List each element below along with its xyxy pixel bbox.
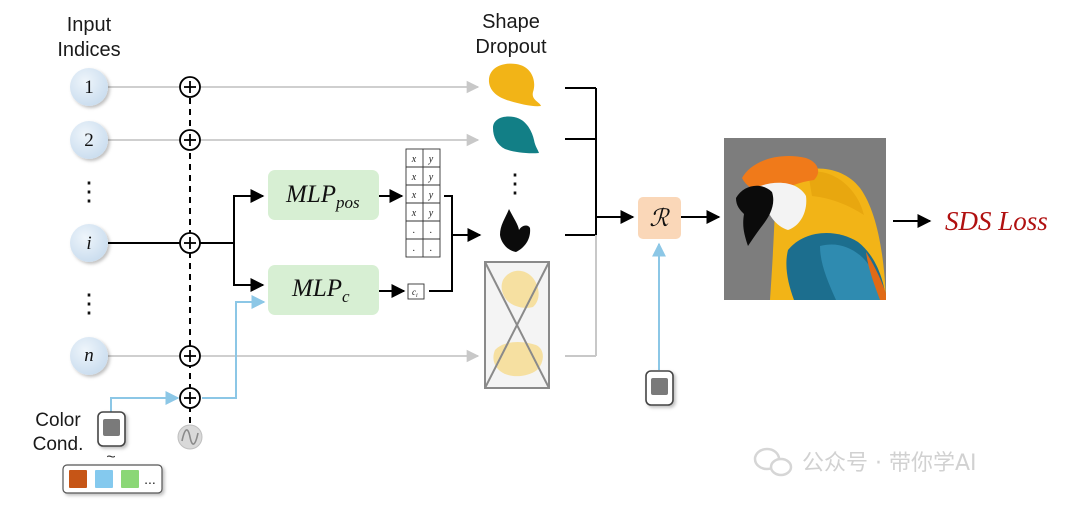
coord-table bbox=[405, 148, 441, 258]
sample-tilde: ~ bbox=[106, 449, 115, 466]
palette-more: ... bbox=[144, 471, 156, 487]
index-node-2 bbox=[70, 121, 108, 159]
background-color-icon bbox=[645, 370, 674, 406]
index-label-1: 1 bbox=[84, 77, 94, 98]
color-cond-title-2: Cond. bbox=[33, 434, 84, 455]
color-output-label: ci bbox=[412, 287, 418, 299]
merge-lines bbox=[565, 87, 597, 357]
noise-icon bbox=[177, 424, 203, 450]
sampled-color-icon bbox=[97, 411, 126, 447]
svg-text:y: y bbox=[428, 208, 434, 219]
index-node-i bbox=[70, 224, 108, 262]
branch-to-mlp-pos bbox=[233, 189, 265, 243]
index-ellipsis-lower: ⋮ bbox=[76, 288, 102, 318]
color-output-box bbox=[407, 283, 425, 300]
swatch-green bbox=[121, 470, 139, 488]
svg-text:.: . bbox=[430, 243, 433, 254]
svg-text:.: . bbox=[430, 225, 433, 236]
plus-node-i bbox=[179, 232, 201, 254]
plus-node-1 bbox=[179, 76, 201, 98]
blue-arrow-color-to-plus bbox=[110, 391, 180, 412]
shape-dropout-title: Shape bbox=[482, 11, 540, 33]
svg-text:x: x bbox=[411, 208, 417, 219]
index-label-i: i bbox=[86, 233, 91, 254]
wechat-icon bbox=[753, 447, 793, 477]
color-cond-title: Color bbox=[35, 410, 81, 431]
shape-ellipsis: ⋮ bbox=[502, 168, 528, 198]
shape-yellow bbox=[488, 63, 541, 107]
plus-node-color bbox=[179, 387, 201, 409]
color-palette bbox=[62, 464, 163, 494]
svg-text:.: . bbox=[413, 243, 416, 254]
mlp-c-box bbox=[268, 265, 379, 315]
index-ellipsis-upper: ⋮ bbox=[76, 176, 102, 206]
input-indices-title: Input bbox=[67, 14, 112, 36]
input-indices-title-2: Indices bbox=[57, 39, 120, 61]
svg-text:.: . bbox=[413, 225, 416, 236]
swatch-blue bbox=[95, 470, 113, 488]
plus-node-2 bbox=[179, 129, 201, 151]
sds-loss-label: SDS Loss bbox=[945, 206, 1048, 236]
svg-text:y: y bbox=[428, 154, 434, 165]
index-node-1 bbox=[70, 68, 108, 106]
svg-text:x: x bbox=[411, 172, 417, 183]
mlp-pos-box bbox=[268, 170, 379, 220]
index-label-n: n bbox=[84, 345, 94, 366]
svg-text:y: y bbox=[428, 190, 434, 201]
mlp-pos-label: MLPpos bbox=[285, 181, 360, 212]
shape-dropout-title-2: Dropout bbox=[475, 36, 547, 58]
renderer-box bbox=[638, 197, 681, 239]
watermark: 公众号 · 带你学AI bbox=[753, 447, 977, 477]
mlp-c-label: MLPc bbox=[291, 275, 350, 306]
shape-teal bbox=[493, 116, 539, 154]
svg-text:y: y bbox=[428, 172, 434, 183]
renderer-symbol: ℛ bbox=[649, 206, 670, 232]
dropped-shape-frame bbox=[484, 261, 550, 389]
swatch-orange bbox=[69, 470, 87, 488]
watermark-text: 公众号 · 带你学AI bbox=[802, 451, 977, 476]
rendered-parrot-image bbox=[724, 138, 886, 300]
branch-to-mlp-c bbox=[233, 243, 265, 292]
svg-text:x: x bbox=[411, 190, 417, 201]
bracket-outputs bbox=[429, 195, 453, 292]
index-label-2: 2 bbox=[84, 130, 94, 151]
svg-text:x: x bbox=[411, 154, 417, 165]
shape-black bbox=[500, 209, 531, 252]
coord-table-cells: x y x y x y x y . . . . bbox=[411, 154, 434, 254]
blue-arrow-plus-to-mlpc bbox=[202, 295, 266, 399]
plus-node-n bbox=[179, 345, 201, 367]
index-node-n bbox=[70, 337, 108, 375]
